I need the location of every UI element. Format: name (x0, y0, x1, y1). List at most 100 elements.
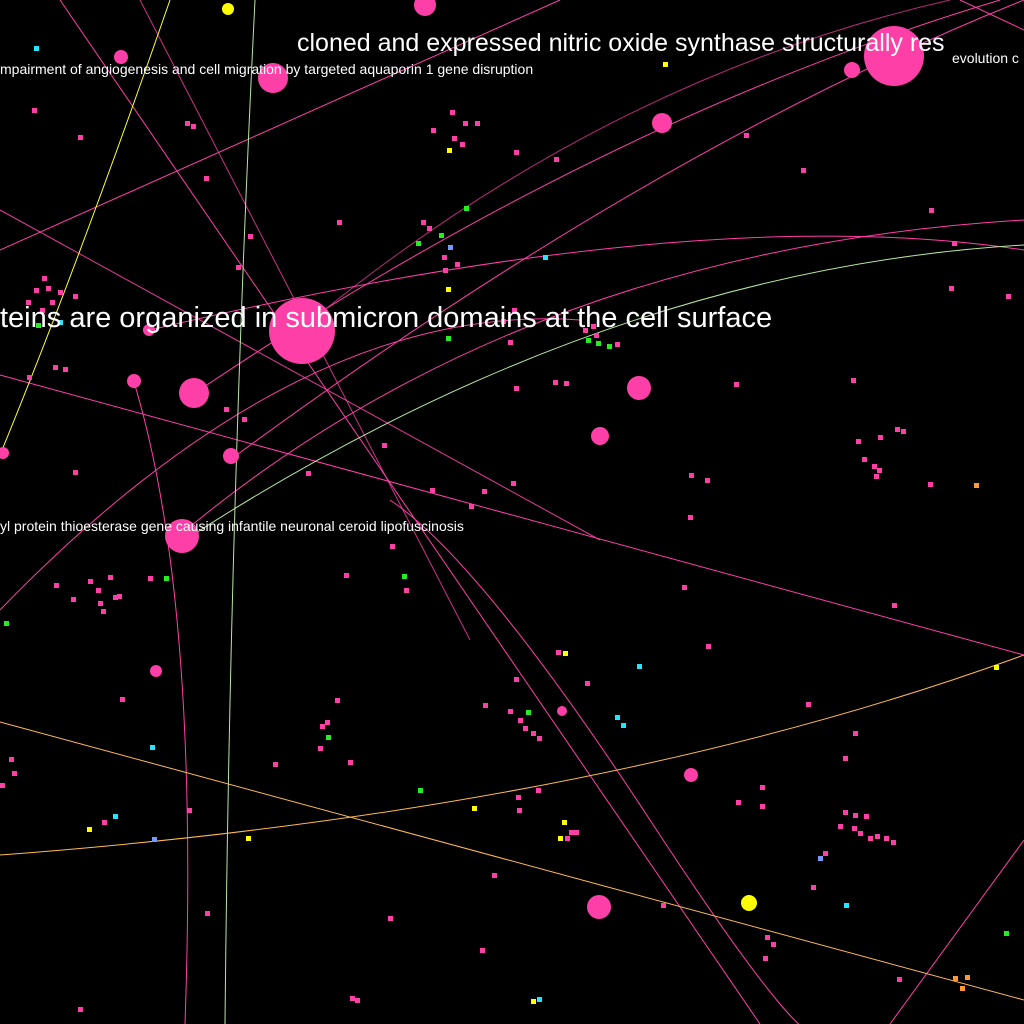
graph-node-small[interactable] (4, 621, 9, 626)
graph-node-small[interactable] (682, 585, 687, 590)
graph-node-small[interactable] (9, 757, 14, 762)
graph-node[interactable] (0, 447, 9, 459)
graph-node-small[interactable] (73, 294, 78, 299)
node-label-aquaporin[interactable]: mpairment of angiogenesis and cell migra… (0, 61, 533, 77)
graph-node-small[interactable] (523, 726, 528, 731)
graph-node-small[interactable] (120, 697, 125, 702)
graph-node-small[interactable] (607, 344, 612, 349)
graph-node-small[interactable] (661, 903, 666, 908)
graph-node[interactable] (652, 113, 672, 133)
graph-node-small[interactable] (512, 308, 517, 313)
graph-node-small[interactable] (564, 381, 569, 386)
graph-node-small[interactable] (511, 481, 516, 486)
graph-node-small[interactable] (872, 464, 877, 469)
graph-node-small[interactable] (818, 856, 823, 861)
graph-node-small[interactable] (26, 300, 31, 305)
graph-node-small[interactable] (763, 956, 768, 961)
graph-node-small[interactable] (801, 168, 806, 173)
graph-node-small[interactable] (853, 731, 858, 736)
graph-node-small[interactable] (318, 746, 323, 751)
graph-node-small[interactable] (856, 439, 861, 444)
graph-node-small[interactable] (558, 836, 563, 841)
graph-node-small[interactable] (1006, 294, 1011, 299)
graph-node-small[interactable] (390, 544, 395, 549)
graph-node[interactable] (222, 3, 234, 15)
graph-node[interactable] (143, 324, 155, 336)
graph-node[interactable] (591, 427, 609, 445)
graph-node-small[interactable] (862, 457, 867, 462)
graph-node-small[interactable] (455, 262, 460, 267)
graph-node-small[interactable] (58, 320, 63, 325)
graph-node-small[interactable] (637, 664, 642, 669)
graph-node-small[interactable] (508, 340, 513, 345)
graph-node-small[interactable] (88, 579, 93, 584)
node-label-protein-thioesterase[interactable]: yl protein thioesterase gene causing inf… (0, 518, 464, 534)
graph-node-small[interactable] (87, 827, 92, 832)
graph-node-small[interactable] (248, 234, 253, 239)
graph-node[interactable] (165, 519, 199, 553)
graph-node[interactable] (223, 448, 239, 464)
graph-node-small[interactable] (73, 470, 78, 475)
graph-node-small[interactable] (102, 820, 107, 825)
graph-node[interactable] (844, 62, 860, 78)
graph-node-small[interactable] (706, 644, 711, 649)
graph-node-small[interactable] (594, 333, 599, 338)
graph-node-small[interactable] (46, 286, 51, 291)
graph-node-small[interactable] (877, 468, 882, 473)
graph-node-small[interactable] (421, 220, 426, 225)
graph-node-small[interactable] (823, 851, 828, 856)
graph-node[interactable] (150, 665, 162, 677)
graph-node-small[interactable] (446, 287, 451, 292)
graph-node-small[interactable] (404, 588, 409, 593)
graph-node[interactable] (627, 376, 651, 400)
graph-node-small[interactable] (689, 473, 694, 478)
graph-node-small[interactable] (150, 745, 155, 750)
graph-node-small[interactable] (117, 594, 122, 599)
graph-node-small[interactable] (554, 157, 559, 162)
graph-node-small[interactable] (482, 489, 487, 494)
graph-node-small[interactable] (12, 771, 17, 776)
graph-node-small[interactable] (949, 286, 954, 291)
graph-node-small[interactable] (337, 220, 342, 225)
graph-node-small[interactable] (32, 108, 37, 113)
graph-node[interactable] (179, 378, 209, 408)
graph-node-small[interactable] (736, 800, 741, 805)
graph-node-small[interactable] (71, 597, 76, 602)
graph-node-small[interactable] (418, 788, 423, 793)
graph-node-small[interactable] (615, 715, 620, 720)
graph-node-small[interactable] (553, 380, 558, 385)
graph-node[interactable] (741, 895, 757, 911)
graph-node-small[interactable] (536, 788, 541, 793)
graph-node-small[interactable] (531, 731, 536, 736)
graph-node-small[interactable] (734, 382, 739, 387)
graph-node-small[interactable] (98, 601, 103, 606)
graph-node-small[interactable] (663, 62, 668, 67)
graph-node-small[interactable] (952, 241, 957, 246)
graph-node-small[interactable] (344, 573, 349, 578)
graph-node-small[interactable] (1004, 931, 1009, 936)
graph-node-small[interactable] (113, 814, 118, 819)
graph-node-small[interactable] (586, 338, 591, 343)
graph-node-small[interactable] (27, 375, 32, 380)
graph-node-small[interactable] (469, 504, 474, 509)
graph-node-small[interactable] (563, 651, 568, 656)
graph-node-small[interactable] (350, 996, 355, 1001)
node-label-nitric-oxide-synthase[interactable]: cloned and expressed nitric oxide syntha… (297, 29, 945, 57)
graph-node-small[interactable] (974, 483, 979, 488)
graph-node-small[interactable] (517, 808, 522, 813)
graph-node-small[interactable] (895, 427, 900, 432)
graph-node-small[interactable] (464, 206, 469, 211)
graph-node-small[interactable] (585, 681, 590, 686)
graph-node-small[interactable] (113, 595, 118, 600)
graph-node-small[interactable] (514, 150, 519, 155)
graph-node-small[interactable] (452, 136, 457, 141)
graph-node-small[interactable] (960, 986, 965, 991)
graph-node-small[interactable] (63, 367, 68, 372)
graph-node[interactable] (587, 895, 611, 919)
graph-node-small[interactable] (416, 241, 421, 246)
graph-node-small[interactable] (852, 826, 857, 831)
graph-node-small[interactable] (556, 650, 561, 655)
graph-node-small[interactable] (806, 702, 811, 707)
graph-node-small[interactable] (326, 735, 331, 740)
graph-node-small[interactable] (621, 723, 626, 728)
